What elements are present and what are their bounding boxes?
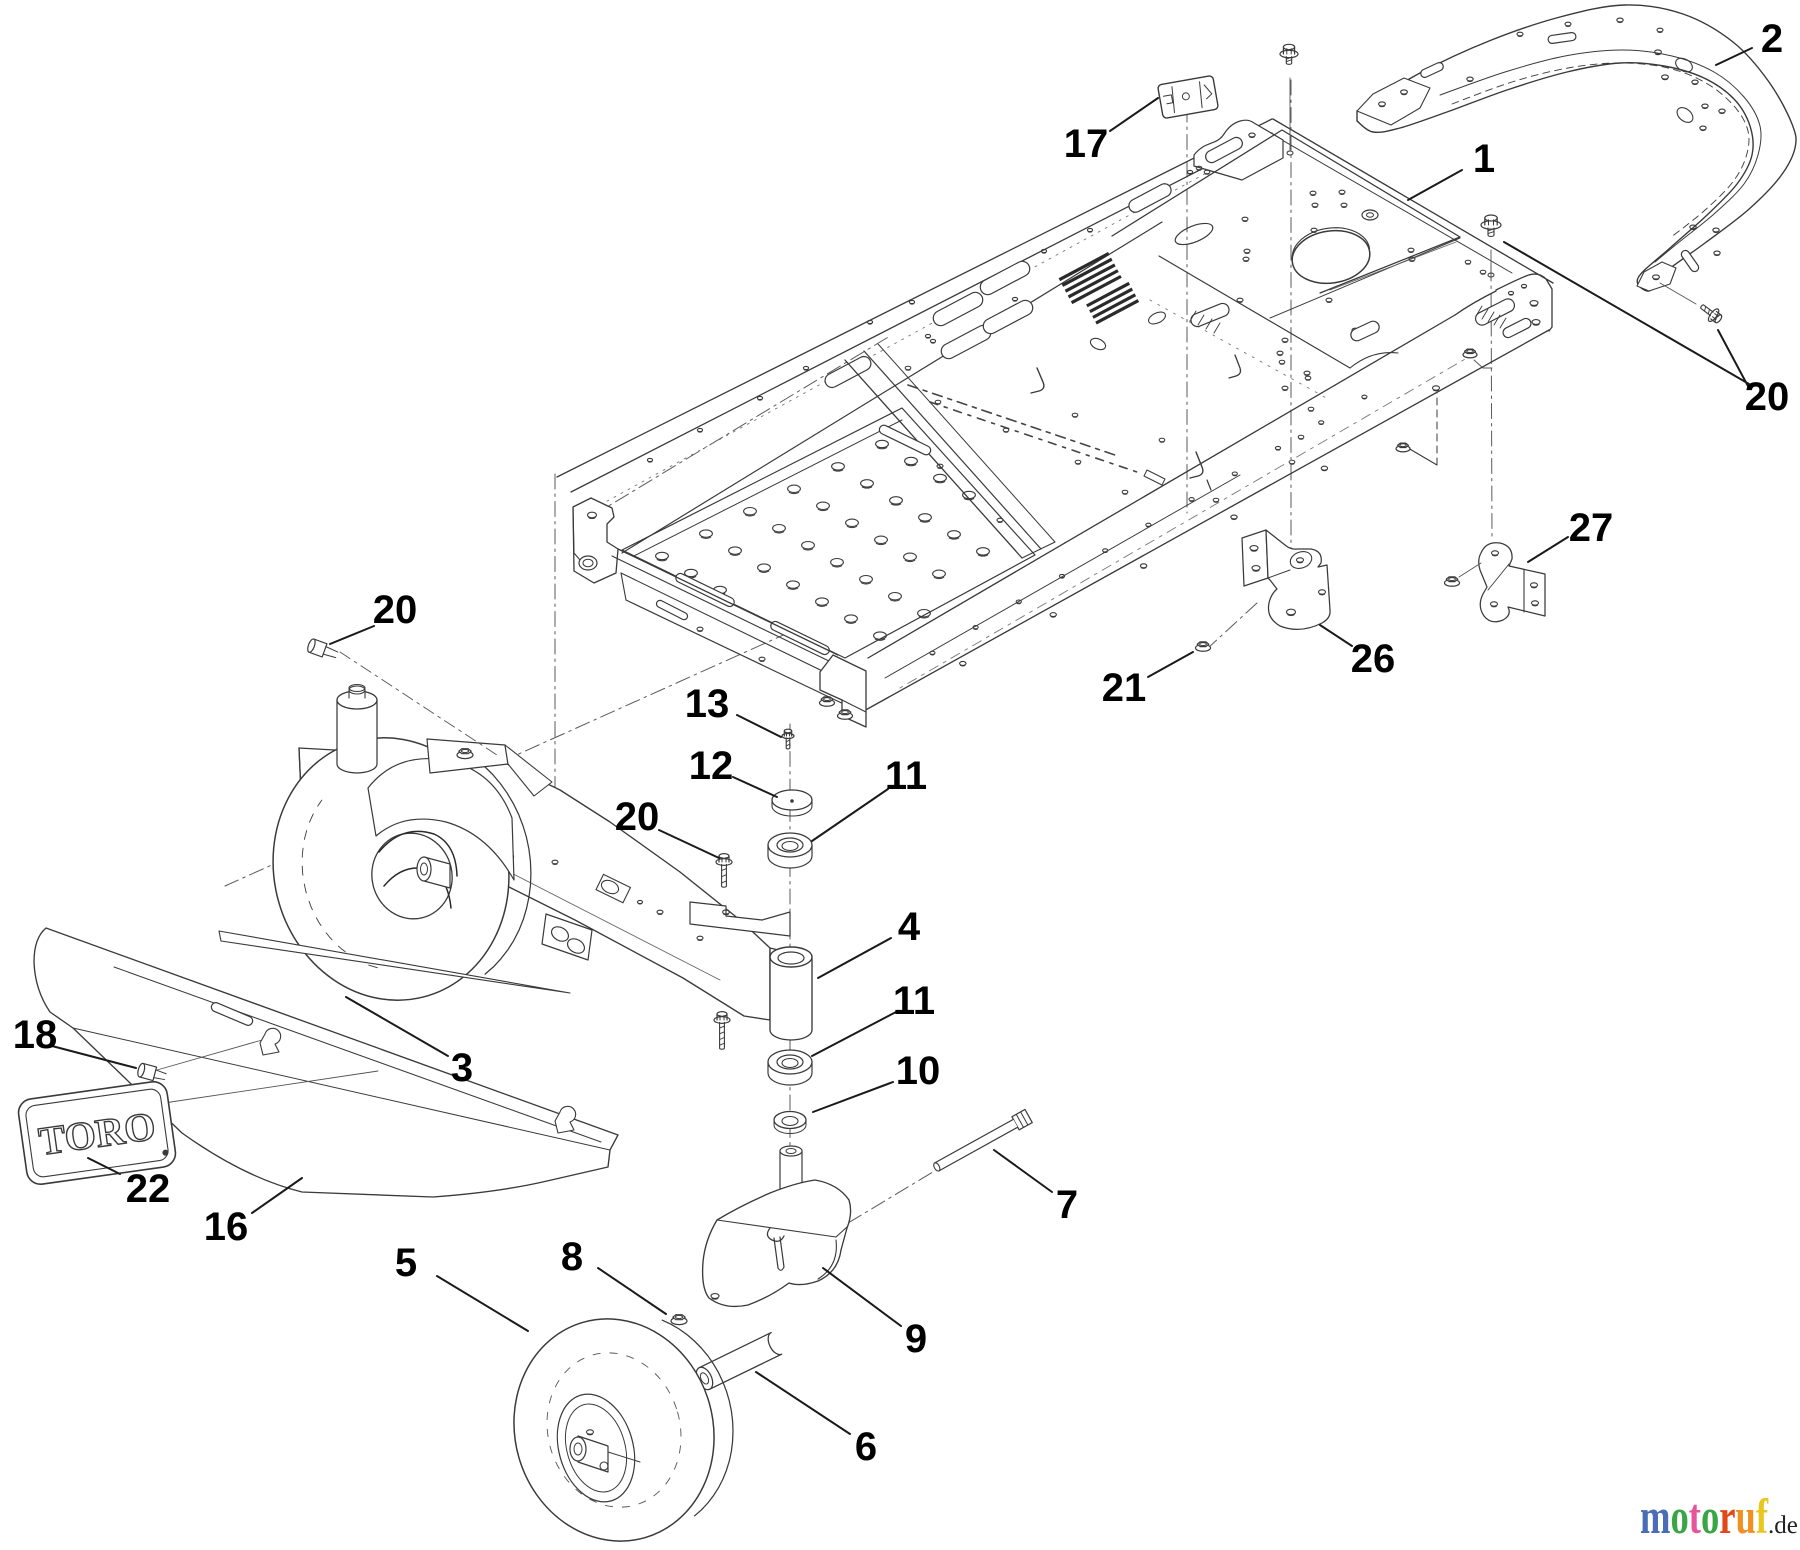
svg-text:16: 16: [204, 1205, 249, 1249]
svg-text:8: 8: [561, 1235, 583, 1279]
svg-text:21: 21: [1102, 666, 1147, 710]
svg-text:6: 6: [855, 1425, 877, 1469]
svg-text:.de: .de: [1768, 1512, 1798, 1539]
svg-text:3: 3: [451, 1046, 473, 1090]
svg-text:10: 10: [896, 1049, 941, 1093]
svg-text:22: 22: [126, 1167, 171, 1211]
svg-text:2: 2: [1761, 17, 1783, 61]
svg-text:11: 11: [893, 979, 935, 1023]
svg-text:motoruf: motoruf: [1640, 1488, 1769, 1544]
svg-text:13: 13: [685, 682, 730, 726]
svg-text:27: 27: [1569, 506, 1614, 550]
svg-text:20: 20: [615, 795, 660, 839]
svg-text:12: 12: [689, 744, 734, 788]
svg-text:20: 20: [1745, 375, 1790, 419]
svg-text:1: 1: [1473, 137, 1495, 181]
svg-text:18: 18: [13, 1013, 58, 1057]
svg-text:4: 4: [898, 905, 921, 949]
svg-text:20: 20: [373, 588, 418, 632]
svg-text:17: 17: [1064, 122, 1109, 166]
svg-text:9: 9: [905, 1317, 927, 1361]
svg-text:5: 5: [395, 1241, 417, 1285]
svg-text:26: 26: [1351, 637, 1396, 681]
svg-text:11: 11: [885, 754, 927, 798]
svg-text:7: 7: [1056, 1183, 1078, 1227]
